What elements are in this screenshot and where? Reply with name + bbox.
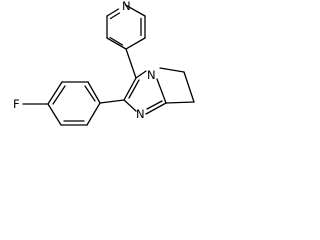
fluorophenyl-ring	[47, 81, 125, 126]
bond	[47, 103, 62, 126]
molecule-structure: N N N F	[13, 0, 195, 126]
bond	[99, 99, 125, 104]
structure-canvas: N N N F	[0, 0, 216, 154]
pyridine-link-bond	[125, 48, 137, 79]
bond	[135, 70, 147, 79]
bond	[106, 8, 120, 17]
bond	[86, 102, 101, 126]
bond	[156, 78, 167, 104]
bond	[124, 4, 146, 17]
pyridine-ring	[106, 4, 146, 50]
bond	[106, 37, 127, 50]
bond	[183, 71, 195, 103]
bond	[146, 100, 163, 110]
imine-nitrogen-label: N	[136, 107, 145, 121]
bond	[123, 99, 137, 112]
bond	[165, 101, 195, 104]
pyridine-nitrogen-label: N	[122, 0, 131, 13]
imidazole-ring	[123, 70, 167, 115]
bond	[145, 102, 167, 115]
bond	[87, 81, 101, 104]
bond	[128, 79, 140, 99]
bond	[52, 85, 66, 105]
fluorine-label: F	[13, 97, 20, 111]
bond	[109, 36, 124, 46]
pyrrolidine-ring	[159, 67, 195, 104]
bond	[125, 48, 137, 79]
bond	[159, 67, 185, 73]
bridgehead-nitrogen-label: N	[147, 68, 156, 82]
bond	[109, 12, 121, 20]
bond	[125, 37, 146, 50]
bond	[47, 81, 63, 105]
bond	[84, 85, 96, 102]
bond	[123, 77, 137, 101]
